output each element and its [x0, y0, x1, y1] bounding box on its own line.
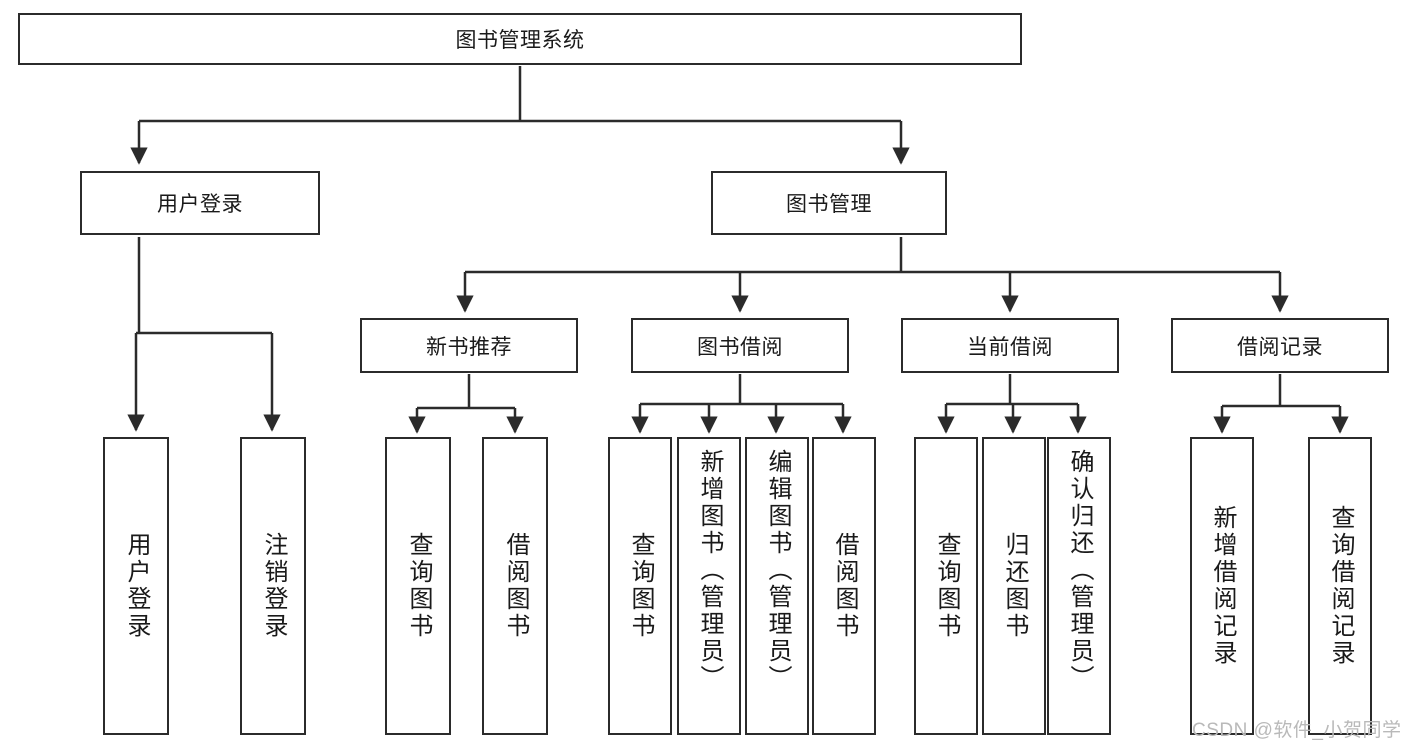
- leaf-label: 归还图书: [1000, 532, 1028, 640]
- leaf-new-book-borrow[interactable]: 借阅图书: [482, 437, 548, 735]
- node-book-management-label: 图书管理: [786, 193, 872, 216]
- leaf-user-login-logout[interactable]: 注销登录: [240, 437, 306, 735]
- leaf-label: 查询图书: [404, 532, 432, 640]
- node-borrow-record[interactable]: 借阅记录: [1171, 318, 1389, 373]
- leaf-current-borrow-return[interactable]: 归还图书: [982, 437, 1046, 735]
- leaf-label: 编辑图书（管理员）: [763, 449, 791, 692]
- node-borrow-record-label: 借阅记录: [1237, 335, 1323, 359]
- node-new-book-recommend[interactable]: 新书推荐: [360, 318, 578, 373]
- leaf-label: 用户登录: [122, 532, 150, 640]
- node-current-borrow[interactable]: 当前借阅: [901, 318, 1119, 373]
- leaf-book-borrow-add[interactable]: 新增图书（管理员）: [677, 437, 741, 735]
- leaf-borrow-record-add[interactable]: 新增借阅记录: [1190, 437, 1254, 735]
- leaf-new-book-query[interactable]: 查询图书: [385, 437, 451, 735]
- node-user-login[interactable]: 用户登录: [80, 171, 320, 235]
- leaf-borrow-record-query[interactable]: 查询借阅记录: [1308, 437, 1372, 735]
- node-user-login-label: 用户登录: [157, 193, 243, 216]
- node-root-label: 图书管理系统: [455, 29, 585, 52]
- leaf-book-borrow-edit[interactable]: 编辑图书（管理员）: [745, 437, 809, 735]
- leaf-book-borrow-borrow[interactable]: 借阅图书: [812, 437, 876, 735]
- node-book-borrow[interactable]: 图书借阅: [631, 318, 849, 373]
- leaf-label: 查询借阅记录: [1326, 505, 1354, 667]
- leaf-label: 借阅图书: [501, 532, 529, 640]
- leaf-label: 查询图书: [626, 532, 654, 640]
- node-book-borrow-label: 图书借阅: [697, 335, 783, 359]
- leaf-book-borrow-query[interactable]: 查询图书: [608, 437, 672, 735]
- node-new-book-recommend-label: 新书推荐: [426, 335, 512, 359]
- leaf-current-borrow-confirm-return[interactable]: 确认归还（管理员）: [1047, 437, 1111, 735]
- leaf-user-login-login[interactable]: 用户登录: [103, 437, 169, 735]
- leaf-label: 新增图书（管理员）: [695, 449, 723, 692]
- leaf-label: 查询图书: [932, 532, 960, 640]
- node-current-borrow-label: 当前借阅: [967, 335, 1053, 359]
- leaf-label: 确认归还（管理员）: [1065, 449, 1093, 692]
- node-root[interactable]: 图书管理系统: [18, 13, 1022, 65]
- leaf-current-borrow-query[interactable]: 查询图书: [914, 437, 978, 735]
- leaf-label: 借阅图书: [830, 532, 858, 640]
- node-book-management[interactable]: 图书管理: [711, 171, 947, 235]
- csdn-watermark: CSDN @软件_小贺同学: [1192, 720, 1402, 741]
- leaf-label: 新增借阅记录: [1208, 505, 1236, 667]
- leaf-label: 注销登录: [259, 532, 287, 640]
